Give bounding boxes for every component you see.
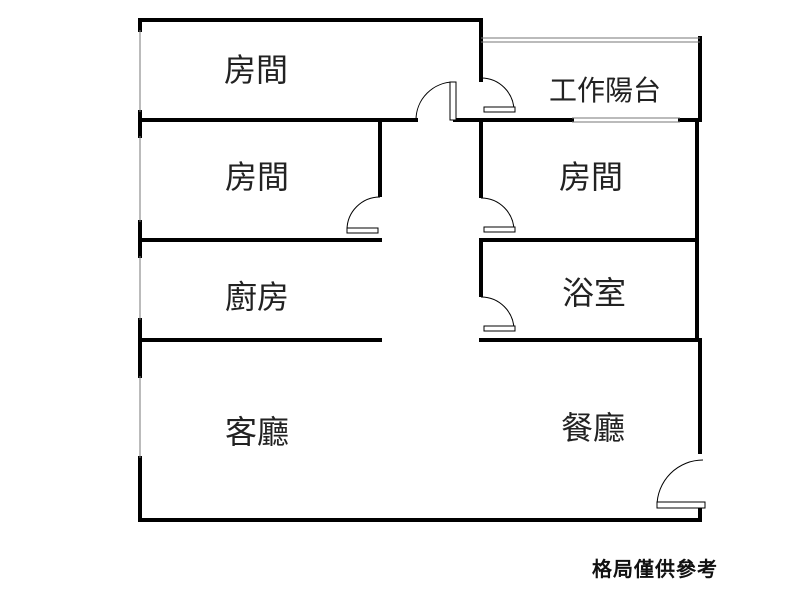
disclaimer-note: 格局僅供參考 [592, 557, 718, 581]
thin-lines [139, 30, 700, 458]
walls [138, 18, 702, 522]
door-bedroom3 [480, 197, 516, 233]
room-label-bedroom-2: 房間 [225, 158, 289, 196]
room-label-dining-room: 餐廳 [561, 409, 625, 447]
room-label-bathroom: 浴室 [562, 274, 626, 312]
door-bedroom1 [415, 81, 457, 121]
door-entrance [656, 459, 706, 509]
door-bathroom [480, 296, 516, 332]
room-label-bedroom-3: 房間 [559, 158, 623, 196]
room-label-kitchen: 廚房 [225, 278, 289, 316]
door-bedroom2 [346, 196, 381, 234]
door-balcony [480, 77, 516, 113]
doors [346, 77, 706, 509]
room-label-bedroom-1: 房間 [224, 51, 288, 89]
room-label-balcony: 工作陽台 [549, 74, 661, 107]
room-label-living-room: 客廳 [225, 413, 289, 451]
